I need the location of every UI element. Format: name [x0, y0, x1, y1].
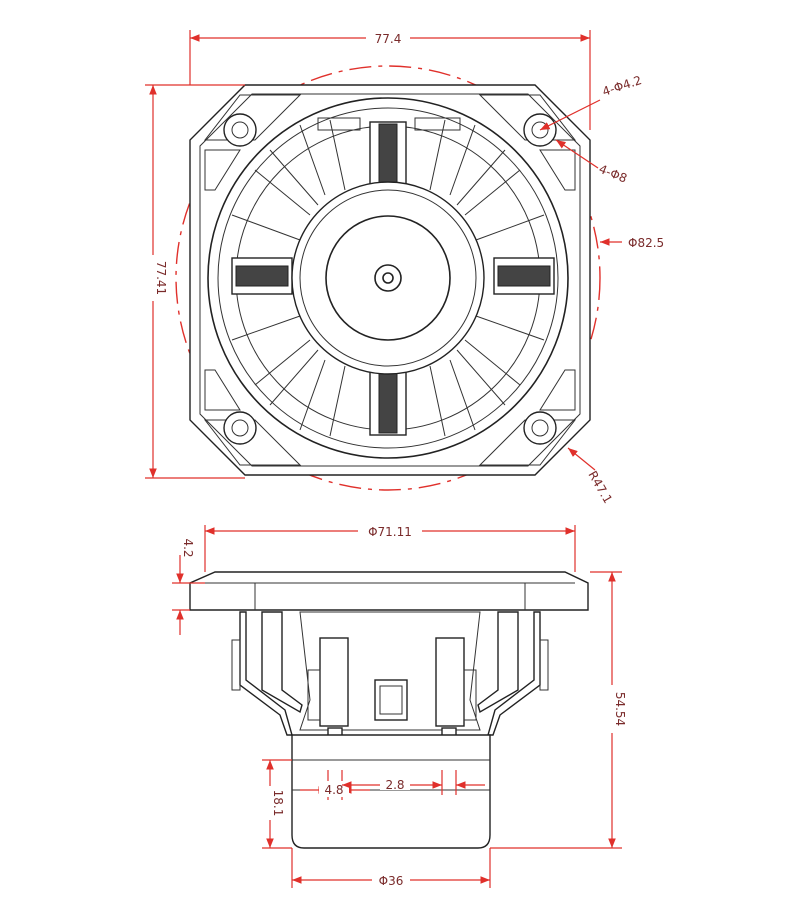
- top-view: 77.4 77.41 4-Φ4.2 4-Φ8 Φ82.5 R47.1: [144, 30, 678, 506]
- cone-body: [299, 611, 481, 731]
- side-view: Φ71.11 4.2 54.54 4.8: [172, 523, 627, 888]
- dim-label-terminal-b: 2.8: [385, 778, 404, 792]
- dim-label-magnet-dia: Φ36: [379, 874, 404, 888]
- dim-top-width: 77.4: [189, 30, 591, 130]
- dim-label-flange-thickness: 4.2: [181, 538, 195, 557]
- dim-label-top-width: 77.4: [375, 32, 402, 46]
- dim-label-hole-dia-2: 4-Φ8: [597, 162, 629, 186]
- dim-label-magnet-height: 18.1: [271, 790, 285, 817]
- dim-label-total-depth: 54.54: [613, 692, 627, 726]
- basket-spokes: [231, 119, 545, 437]
- dim-label-bolt-circle: Φ82.5: [628, 236, 664, 250]
- dim-top-height: 77.41: [144, 84, 245, 479]
- basket-ring-2: [217, 107, 559, 449]
- frame-inner-outline: [199, 93, 581, 467]
- dim-label-frame-dia: Φ71.11: [368, 525, 412, 539]
- dim-magnet-height: 18.1: [262, 759, 292, 849]
- flange: [189, 571, 589, 611]
- magnet: [291, 734, 491, 849]
- magnet-inner: [299, 189, 477, 367]
- mounting-holes: [223, 113, 557, 445]
- dim-label-terminal-a: 4.8: [324, 783, 343, 797]
- dim-flange-thickness: 4.2: [172, 538, 205, 635]
- dim-label-corner-radius: R47.1: [585, 469, 615, 506]
- pole-plate: [325, 215, 451, 341]
- top-terminals: [231, 117, 555, 436]
- magnet-outer: [291, 181, 485, 375]
- dim-label-hole-dia: 4-Φ4.2: [601, 73, 644, 99]
- dim-magnet-dia: Φ36: [291, 848, 491, 888]
- basket-outer-ring: [207, 97, 569, 459]
- dim-terminals: 4.8 2.8: [300, 770, 485, 800]
- dim-label-top-height: 77.41: [154, 261, 168, 295]
- vent-hole-inner: [382, 272, 394, 284]
- dim-total-depth: 54.54: [490, 571, 627, 849]
- vent-hole: [374, 264, 402, 292]
- bolt-circle-dashed: [175, 65, 601, 491]
- dim-frame-dia: Φ71.11: [204, 523, 576, 572]
